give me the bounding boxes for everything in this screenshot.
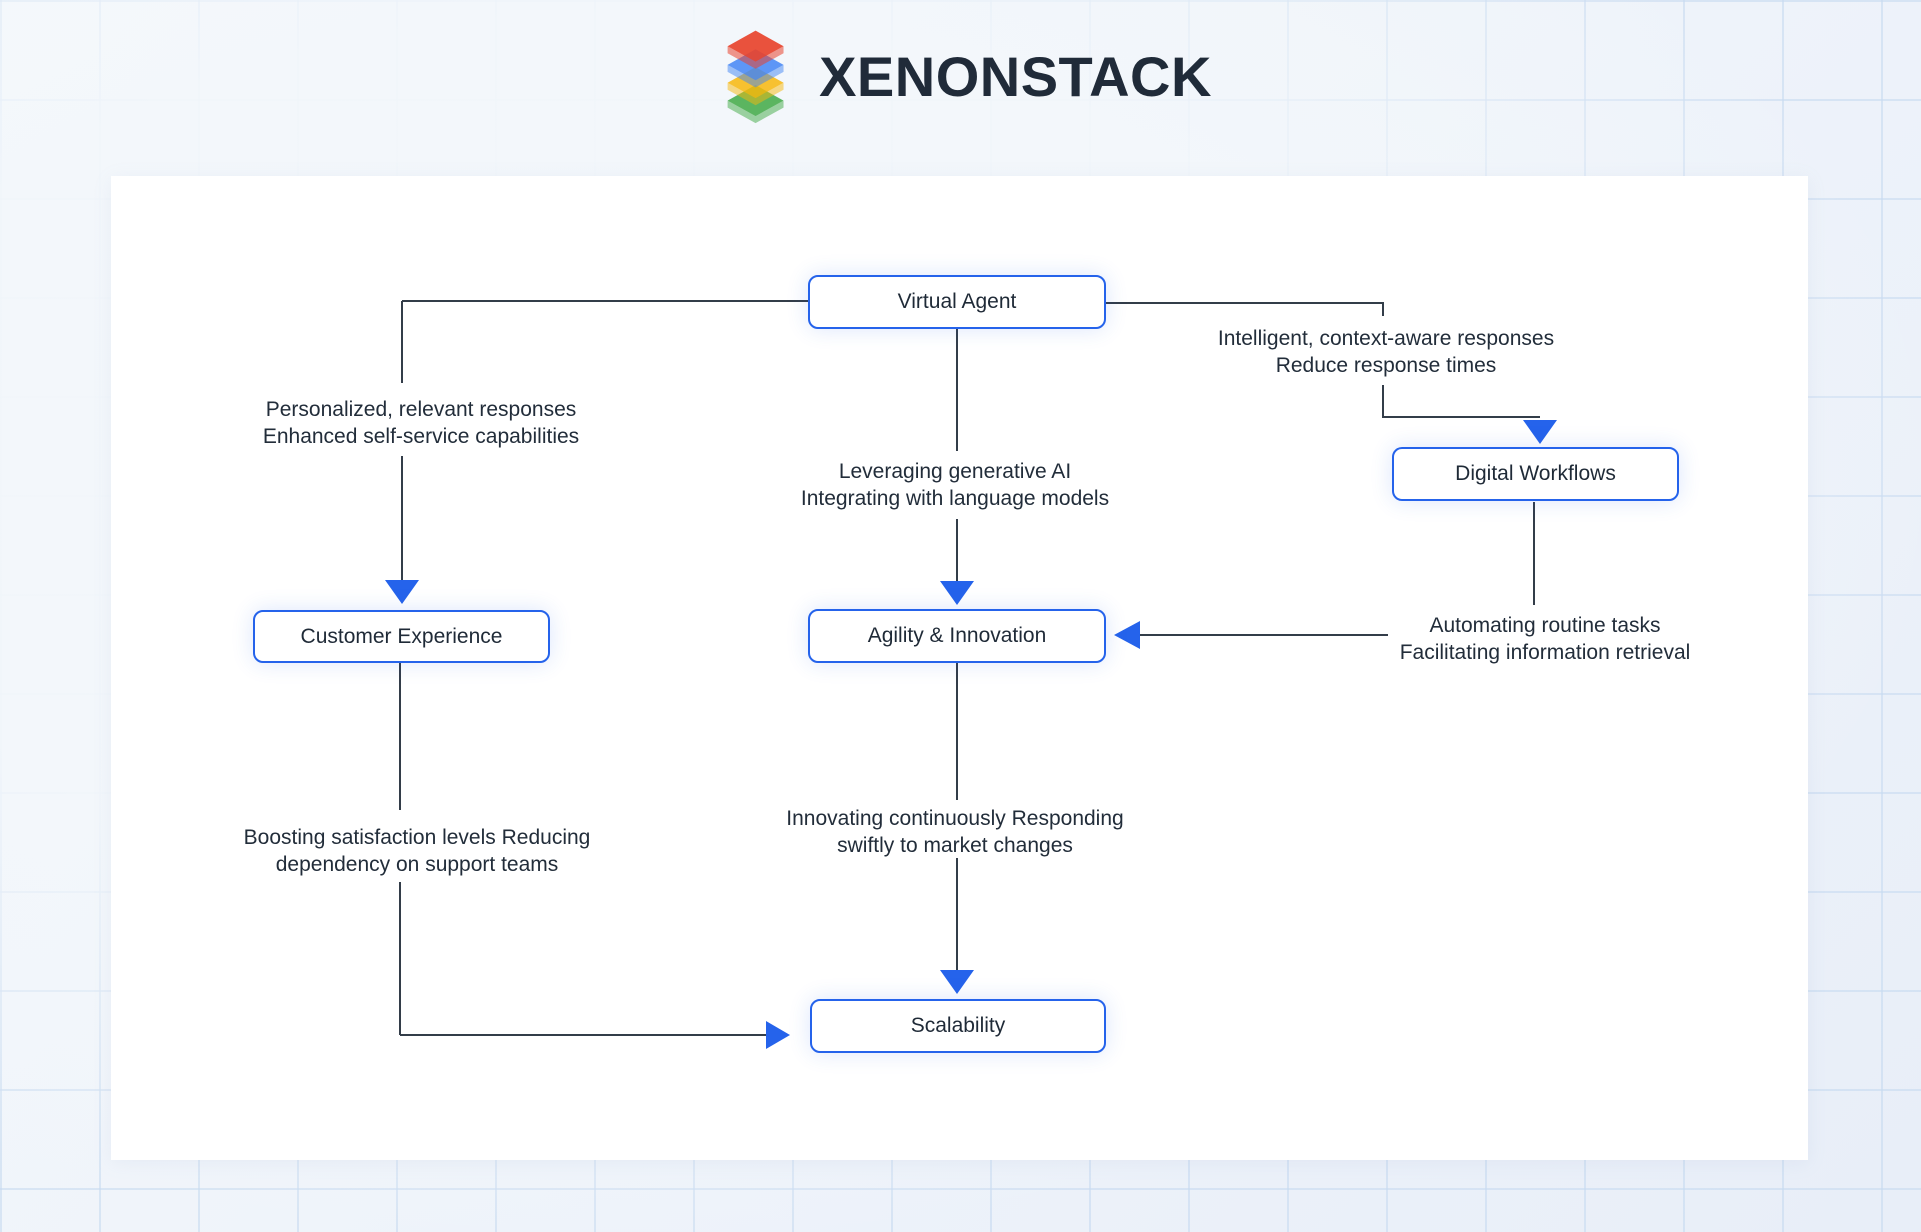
connector-ai-v2 xyxy=(956,858,958,970)
node-digital-workflows-label: Digital Workflows xyxy=(1455,462,1616,485)
arrow-down-scalability-icon xyxy=(940,970,974,994)
connector-dw-to-ai xyxy=(1140,634,1388,636)
connector-right-v1 xyxy=(1382,303,1384,316)
connector-ce-v1 xyxy=(399,663,401,810)
annotation-personalized-responses: Personalized, relevant responses Enhance… xyxy=(263,396,579,450)
connector-left-v1 xyxy=(401,301,403,383)
arrow-down-agility-innovation-icon xyxy=(940,581,974,605)
annotation-line: swiftly to market changes xyxy=(837,834,1073,857)
arrow-left-agility-innovation-icon xyxy=(1114,621,1140,649)
connector-center-v2 xyxy=(956,519,958,581)
node-scalability-label: Scalability xyxy=(910,1014,1006,1037)
arrow-down-digital-workflows-icon xyxy=(1523,420,1557,444)
connector-right-h2 xyxy=(1382,416,1540,418)
node-agility-innovation-label: Agility & Innovation xyxy=(867,624,1047,647)
annotation-line: Integrating with language models xyxy=(800,487,1110,510)
node-virtual-agent: Virtual Agent xyxy=(808,275,1106,329)
connector-dw-down xyxy=(1533,502,1535,605)
connector-va-to-right xyxy=(1106,302,1384,304)
connector-left-v2 xyxy=(401,456,403,580)
diagram-canvas xyxy=(111,176,1808,1160)
node-digital-workflows: Digital Workflows xyxy=(1392,447,1679,501)
annotation-line: Automating routine tasks xyxy=(1429,614,1661,637)
arrow-down-customer-experience-icon xyxy=(385,580,419,604)
annotation-automating-tasks: Automating routine tasks Facilitating in… xyxy=(1400,612,1691,666)
annotation-line: dependency on support teams xyxy=(275,853,559,876)
arrow-right-scalability-icon xyxy=(766,1021,790,1049)
node-scalability: Scalability xyxy=(810,999,1106,1053)
node-customer-experience-label: Customer Experience xyxy=(300,624,503,648)
annotation-line: Leveraging generative AI xyxy=(838,460,1072,483)
brand-wordmark: XENONSTACK xyxy=(819,45,1212,108)
brand-logo: XENONSTACK xyxy=(709,26,1212,127)
annotation-intelligent-responses: Intelligent, context-aware responses Red… xyxy=(1218,325,1554,379)
xenonstack-logo-icon xyxy=(727,30,784,124)
connector-ai-v1 xyxy=(956,663,958,800)
annotation-line: Boosting satisfaction levels Reducing xyxy=(243,826,591,849)
node-virtual-agent-label: Virtual Agent xyxy=(897,290,1017,313)
annotation-line: Innovating continuously Responding xyxy=(786,807,1124,830)
annotation-boosting-satisfaction: Boosting satisfaction levels Reducing de… xyxy=(244,824,591,878)
annotation-line: Personalized, relevant responses xyxy=(265,398,577,421)
annotation-line: Intelligent, context-aware responses xyxy=(1217,327,1555,350)
connector-ce-v2 xyxy=(399,882,401,1035)
annotation-leveraging-generative-ai: Leveraging generative AI Integrating wit… xyxy=(801,458,1109,512)
annotation-line: Facilitating information retrieval xyxy=(1399,641,1691,664)
annotation-line: Enhanced self-service capabilities xyxy=(262,425,580,448)
node-customer-experience: Customer Experience xyxy=(253,610,550,663)
connector-right-v2 xyxy=(1382,385,1384,418)
connector-va-to-left xyxy=(402,300,808,302)
annotation-innovating-continuously: Innovating continuously Responding swift… xyxy=(786,805,1123,859)
connector-center-v1 xyxy=(956,329,958,451)
annotation-line: Reduce response times xyxy=(1275,354,1497,377)
node-agility-innovation: Agility & Innovation xyxy=(808,609,1106,663)
connector-ce-to-scalability xyxy=(400,1034,766,1036)
